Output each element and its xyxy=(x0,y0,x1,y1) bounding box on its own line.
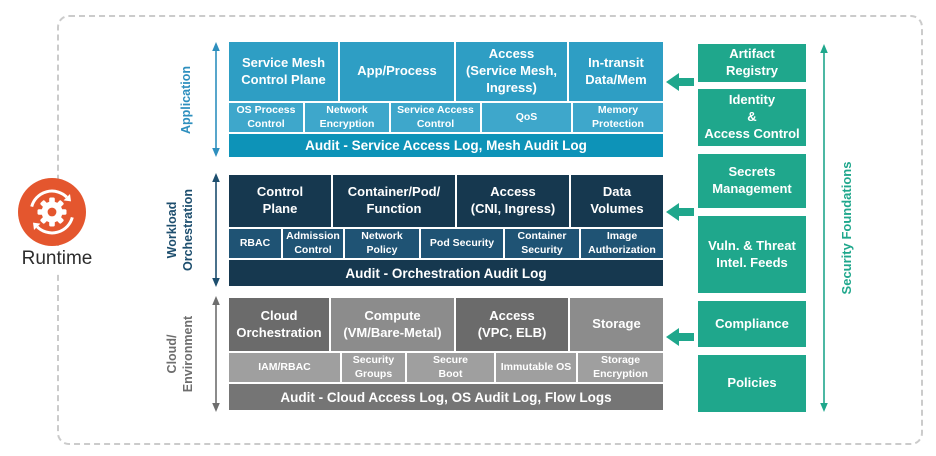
cloud-audit-bar: Audit - Cloud Access Log, OS Audit Log, … xyxy=(229,384,663,410)
workload-controls-row: RBAC Admission Control Network Policy Po… xyxy=(229,229,663,258)
application-extent-arrow-icon xyxy=(212,42,220,157)
wl-ctl-pod-security: Pod Security xyxy=(421,229,503,258)
wl-cell-data-volumes: Data Volumes xyxy=(571,175,663,227)
wl-ctl-image-authorization: Image Authorization xyxy=(581,229,663,258)
foundation-box-artifact-registry: Artifact Registry xyxy=(698,44,806,82)
wl-ctl-rbac: RBAC xyxy=(229,229,281,258)
cloud-extent-arrow-icon xyxy=(212,296,220,412)
application-controls-row: OS Process Control Network Encryption Se… xyxy=(229,103,663,132)
wl-cell-access-cni-ingress: Access (CNI, Ingress) xyxy=(457,175,569,227)
wl-cell-control-plane: Control Plane xyxy=(229,175,331,227)
app-cell-app-process: App/Process xyxy=(340,42,454,101)
foundation-box-vuln-threat-intel-feeds: Vuln. & Threat Intel. Feeds xyxy=(698,216,806,293)
app-cell-in-transit-data-mem: In-transit Data/Mem xyxy=(569,42,663,101)
application-audit-bar: Audit - Service Access Log, Mesh Audit L… xyxy=(229,134,663,157)
foundation-box-secrets-management: Secrets Management xyxy=(698,154,806,208)
security-foundations-extent-arrow-icon xyxy=(820,44,828,412)
feed-arrow-application-icon xyxy=(666,73,694,91)
security-foundations-label: Security Foundations xyxy=(838,161,854,295)
app-ctl-os-process-control: OS Process Control xyxy=(229,103,303,132)
cloud-ctl-secure-boot: Secure Boot xyxy=(407,353,494,382)
application-top-row: Service Mesh Control Plane App/Process A… xyxy=(229,42,663,101)
runtime-gear-sync-icon xyxy=(18,178,86,246)
cloud-ctl-storage-encryption: Storage Encryption xyxy=(578,353,663,382)
cloud-cell-compute-vm-bare-metal: Compute (VM/Bare-Metal) xyxy=(331,298,454,351)
foundation-box-policies: Policies xyxy=(698,355,806,412)
runtime-label: Runtime xyxy=(7,246,107,272)
wl-ctl-admission-control: Admission Control xyxy=(283,229,343,258)
cloud-environment-axis-label: Cloud/ Environment xyxy=(164,315,195,393)
workload-orchestration-axis-label: Workload Orchestration xyxy=(164,189,195,271)
workload-extent-arrow-icon xyxy=(212,173,220,287)
feed-arrow-cloud-icon xyxy=(666,328,694,346)
wl-cell-container-pod-function: Container/Pod/ Function xyxy=(333,175,455,227)
cloud-ctl-security-groups: Security Groups xyxy=(342,353,405,382)
application-axis-label: Application xyxy=(178,65,193,135)
app-cell-access-service-mesh-ingress: Access (Service Mesh, Ingress) xyxy=(456,42,567,101)
foundation-box-identity-access-control: Identity & Access Control xyxy=(698,89,806,146)
cloud-cell-cloud-orchestration: Cloud Orchestration xyxy=(229,298,329,351)
app-ctl-network-encryption: Network Encryption xyxy=(305,103,389,132)
app-ctl-memory-protection: Memory Protection xyxy=(573,103,663,132)
foundation-box-compliance: Compliance xyxy=(698,301,806,347)
cloud-cell-storage: Storage xyxy=(570,298,663,351)
app-ctl-service-access-control: Service Access Control xyxy=(391,103,480,132)
cloud-top-row: Cloud Orchestration Compute (VM/Bare-Met… xyxy=(229,298,663,351)
cloud-ctl-iam-rbac: IAM/RBAC xyxy=(229,353,340,382)
wl-ctl-container-security: Container Security xyxy=(505,229,579,258)
workload-audit-bar: Audit - Orchestration Audit Log xyxy=(229,260,663,286)
cloud-controls-row: IAM/RBAC Security Groups Secure Boot Imm… xyxy=(229,353,663,382)
workload-top-row: Control Plane Container/Pod/ Function Ac… xyxy=(229,175,663,227)
app-cell-service-mesh-control-plane: Service Mesh Control Plane xyxy=(229,42,338,101)
app-ctl-qos: QoS xyxy=(482,103,571,132)
cloud-cell-access-vpc-elb: Access (VPC, ELB) xyxy=(456,298,568,351)
wl-ctl-network-policy: Network Policy xyxy=(345,229,419,258)
cloud-ctl-immutable-os: Immutable OS xyxy=(496,353,576,382)
feed-arrow-workload-icon xyxy=(666,203,694,221)
